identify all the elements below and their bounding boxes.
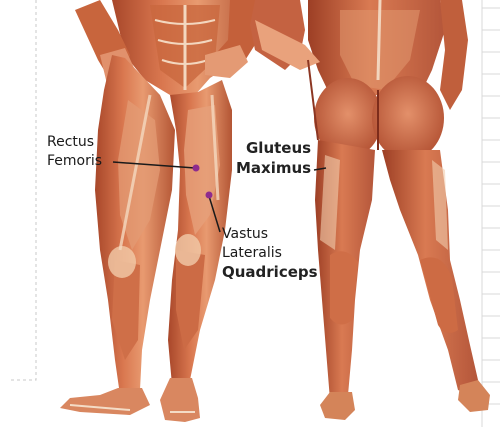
vastus-lateralis-label-line1: Vastus	[222, 226, 268, 243]
frame-line	[8, 0, 36, 380]
rectus-femoris-label-line1: Rectus	[47, 134, 94, 151]
rectus-femoris-label-line2: Femoris	[47, 153, 102, 170]
gluteus-maximus-label-line2: Maximus	[236, 160, 311, 177]
marker-dot	[206, 192, 213, 199]
vastus-lateralis-label-line2: Lateralis	[222, 245, 282, 262]
marker-dot	[193, 165, 200, 172]
ruled-strip	[482, 0, 500, 427]
front-figure	[60, 0, 262, 422]
quadriceps-label: Quadriceps	[222, 264, 318, 281]
back-figure	[250, 0, 490, 420]
gluteus-maximus-label-line1: Gluteus	[246, 140, 311, 157]
